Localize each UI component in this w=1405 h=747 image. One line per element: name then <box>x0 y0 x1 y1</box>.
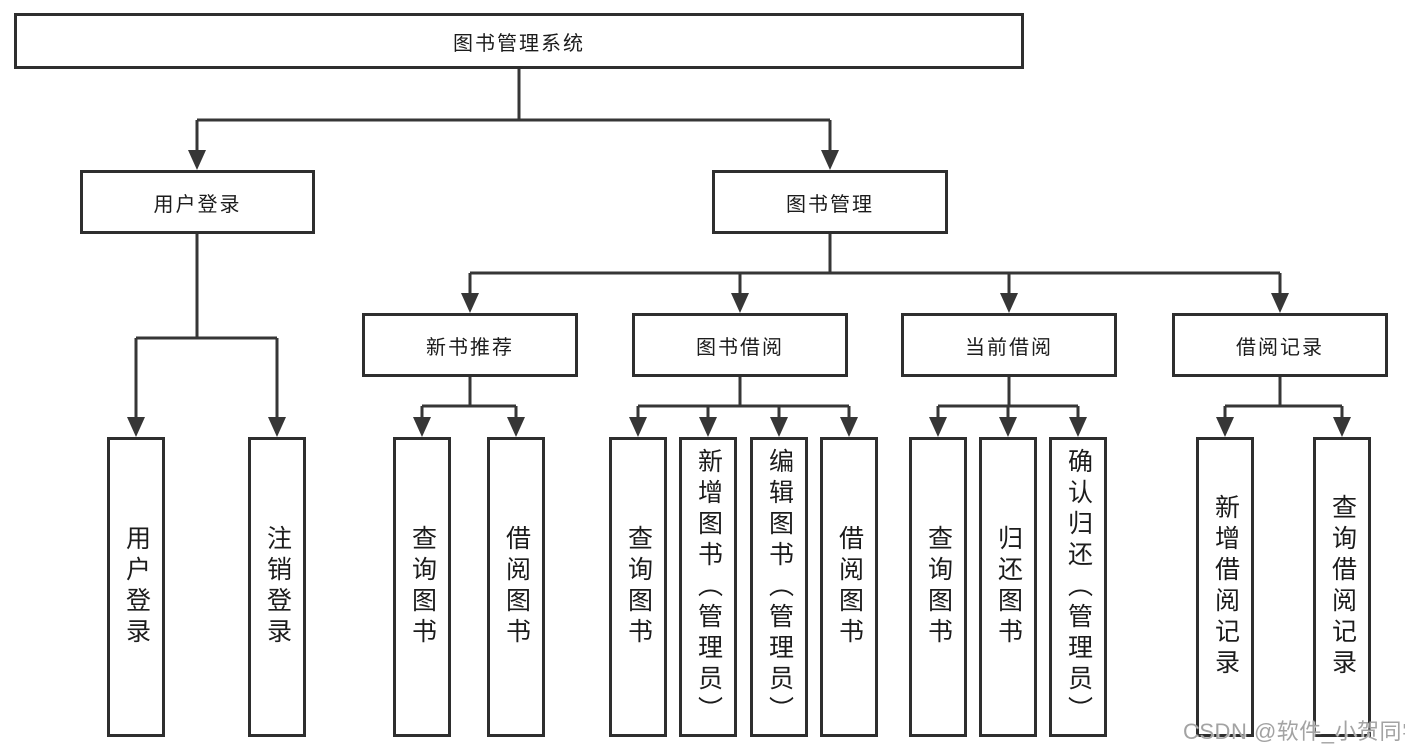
leaf-query-books-current: 查询图书 <box>909 437 967 737</box>
node-label: 新书推荐 <box>426 336 514 359</box>
csdn-watermark: CSDN @软件_小贺同学 <box>1183 719 1405 744</box>
leaf-borrow-books: 借阅图书 <box>820 437 878 737</box>
node-library-system: 图书管理系统 <box>14 13 1024 69</box>
leaf-return-books: 归还图书 <box>979 437 1037 737</box>
leaf-query-books-borrow: 查询图书 <box>609 437 667 737</box>
leaf-label: 借阅图书 <box>502 525 531 649</box>
node-label: 借阅记录 <box>1236 336 1324 359</box>
leaf-label: 编辑图书（管理员） <box>765 447 794 727</box>
leaf-label: 注销登录 <box>263 525 292 649</box>
leaf-edit-books-admin: 编辑图书（管理员） <box>750 437 808 737</box>
leaf-add-borrow-record: 新增借阅记录 <box>1196 437 1254 737</box>
leaf-query-books-recommend: 查询图书 <box>393 437 451 737</box>
node-current-borrow: 当前借阅 <box>901 313 1117 377</box>
leaf-query-borrow-record: 查询借阅记录 <box>1313 437 1371 737</box>
leaf-user-login: 用户登录 <box>107 437 165 737</box>
node-label: 当前借阅 <box>965 336 1053 359</box>
node-new-book-recommend: 新书推荐 <box>362 313 578 377</box>
leaf-add-books-admin: 新增图书（管理员） <box>679 437 737 737</box>
node-label: 用户登录 <box>153 193 242 216</box>
leaf-label: 查询借阅记录 <box>1328 494 1357 680</box>
arrowheads <box>127 150 1351 437</box>
leaf-borrow-books-recommend: 借阅图书 <box>487 437 545 737</box>
leaf-label: 用户登录 <box>122 525 151 649</box>
node-label: 图书管理 <box>786 193 874 216</box>
node-borrow-records: 借阅记录 <box>1172 313 1388 377</box>
leaf-confirm-return-admin: 确认归还（管理员） <box>1049 437 1107 737</box>
node-book-borrow: 图书借阅 <box>632 313 848 377</box>
leaf-label: 新增借阅记录 <box>1211 494 1240 680</box>
leaf-label: 归还图书 <box>994 525 1023 649</box>
leaf-label: 借阅图书 <box>835 525 864 649</box>
node-book-management: 图书管理 <box>712 170 948 234</box>
leaf-label: 确认归还（管理员） <box>1064 447 1093 727</box>
leaf-logout: 注销登录 <box>248 437 306 737</box>
node-label: 图书借阅 <box>696 336 784 359</box>
node-label: 图书管理系统 <box>453 32 585 55</box>
node-user-login: 用户登录 <box>80 170 315 234</box>
leaf-label: 新增图书（管理员） <box>694 447 723 727</box>
leaf-label: 查询图书 <box>924 525 953 649</box>
leaf-label: 查询图书 <box>408 525 437 649</box>
leaf-label: 查询图书 <box>624 525 653 649</box>
